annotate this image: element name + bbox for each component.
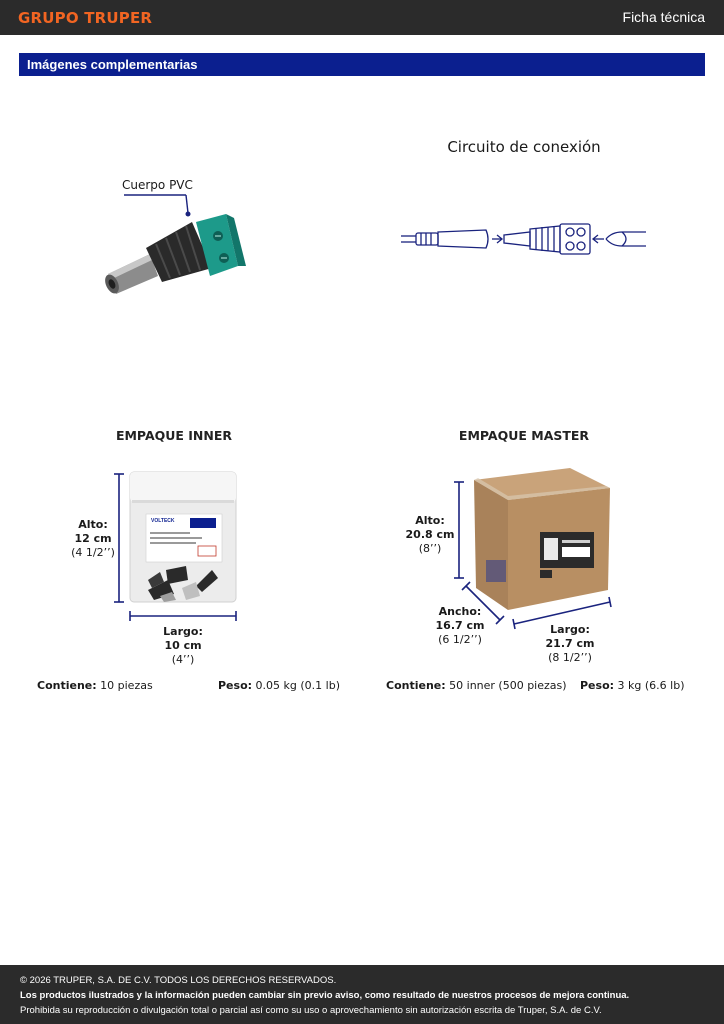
master-height-label: Alto: [415, 514, 445, 527]
inner-weight-value: 0.05 kg (0.1 lb) [255, 679, 340, 692]
master-width-in: (6 1/2’’) [438, 633, 482, 646]
master-width-label: Ancho: [438, 605, 482, 618]
footer-notice: Los productos ilustrados y la informació… [20, 990, 630, 1001]
brand-logo: GRUPO TRUPER [18, 9, 153, 27]
inner-weight-label: Peso: [218, 679, 253, 692]
inner-height-dimension: Alto: 12 cm (4 1/2’’) [68, 518, 118, 560]
master-contains-value: 50 inner (500 piezas) [449, 679, 567, 692]
section-title-bar: Imágenes complementarias [19, 53, 705, 76]
inner-contains: Contiene: 10 piezas [37, 679, 153, 692]
section-title: Imágenes complementarias [27, 57, 198, 72]
master-length-cm: 21.7 cm [545, 637, 595, 650]
inner-height-in: (4 1/2’’) [71, 546, 115, 559]
inner-package-title: EMPAQUE INNER [115, 428, 233, 443]
inner-length-in: (4’’) [171, 653, 195, 666]
master-width-dimension: Ancho: 16.7 cm (6 1/2’’) [430, 605, 490, 647]
master-weight-label: Peso: [580, 679, 615, 692]
master-length-dimension: Largo: 21.7 cm (8 1/2’’) [540, 623, 600, 665]
footer-legal: Prohibida su reproducción o divulgación … [20, 1005, 602, 1016]
top-bar: GRUPO TRUPER Ficha técnica [0, 0, 724, 35]
inner-length-dimension: Largo: 10 cm (4’’) [153, 625, 213, 667]
circuit-title: Circuito de conexión [447, 138, 601, 156]
master-weight-value: 3 kg (6.6 lb) [617, 679, 685, 692]
bag-label-brand: VOLTECK [151, 518, 175, 524]
master-package-title: EMPAQUE MASTER [458, 428, 590, 443]
inner-height-cm: 12 cm [74, 532, 112, 545]
inner-contains-value: 10 piezas [100, 679, 153, 692]
master-height-in: (8’’) [418, 542, 442, 555]
master-length-label: Largo: [550, 623, 590, 636]
master-contains: Contiene: 50 inner (500 piezas) [386, 679, 567, 692]
inner-contains-label: Contiene: [37, 679, 97, 692]
inner-height-label: Alto: [78, 518, 108, 531]
master-height-cm: 20.8 cm [405, 528, 455, 541]
master-length-in: (8 1/2’’) [548, 651, 592, 664]
inner-weight: Peso: 0.05 kg (0.1 lb) [218, 679, 340, 692]
callout-label: Cuerpo PVC [122, 178, 193, 192]
master-weight: Peso: 3 kg (6.6 lb) [580, 679, 685, 692]
master-width-cm: 16.7 cm [435, 619, 485, 632]
footer-copyright: © 2026 TRUPER, S.A. DE C.V. TODOS LOS DE… [20, 975, 337, 986]
master-contains-label: Contiene: [386, 679, 446, 692]
inner-length-label: Largo: [163, 625, 203, 638]
footer: © 2026 TRUPER, S.A. DE C.V. TODOS LOS DE… [0, 965, 724, 1024]
master-height-dimension: Alto: 20.8 cm (8’’) [405, 514, 455, 556]
document-type: Ficha técnica [622, 9, 705, 25]
inner-length-cm: 10 cm [164, 639, 202, 652]
